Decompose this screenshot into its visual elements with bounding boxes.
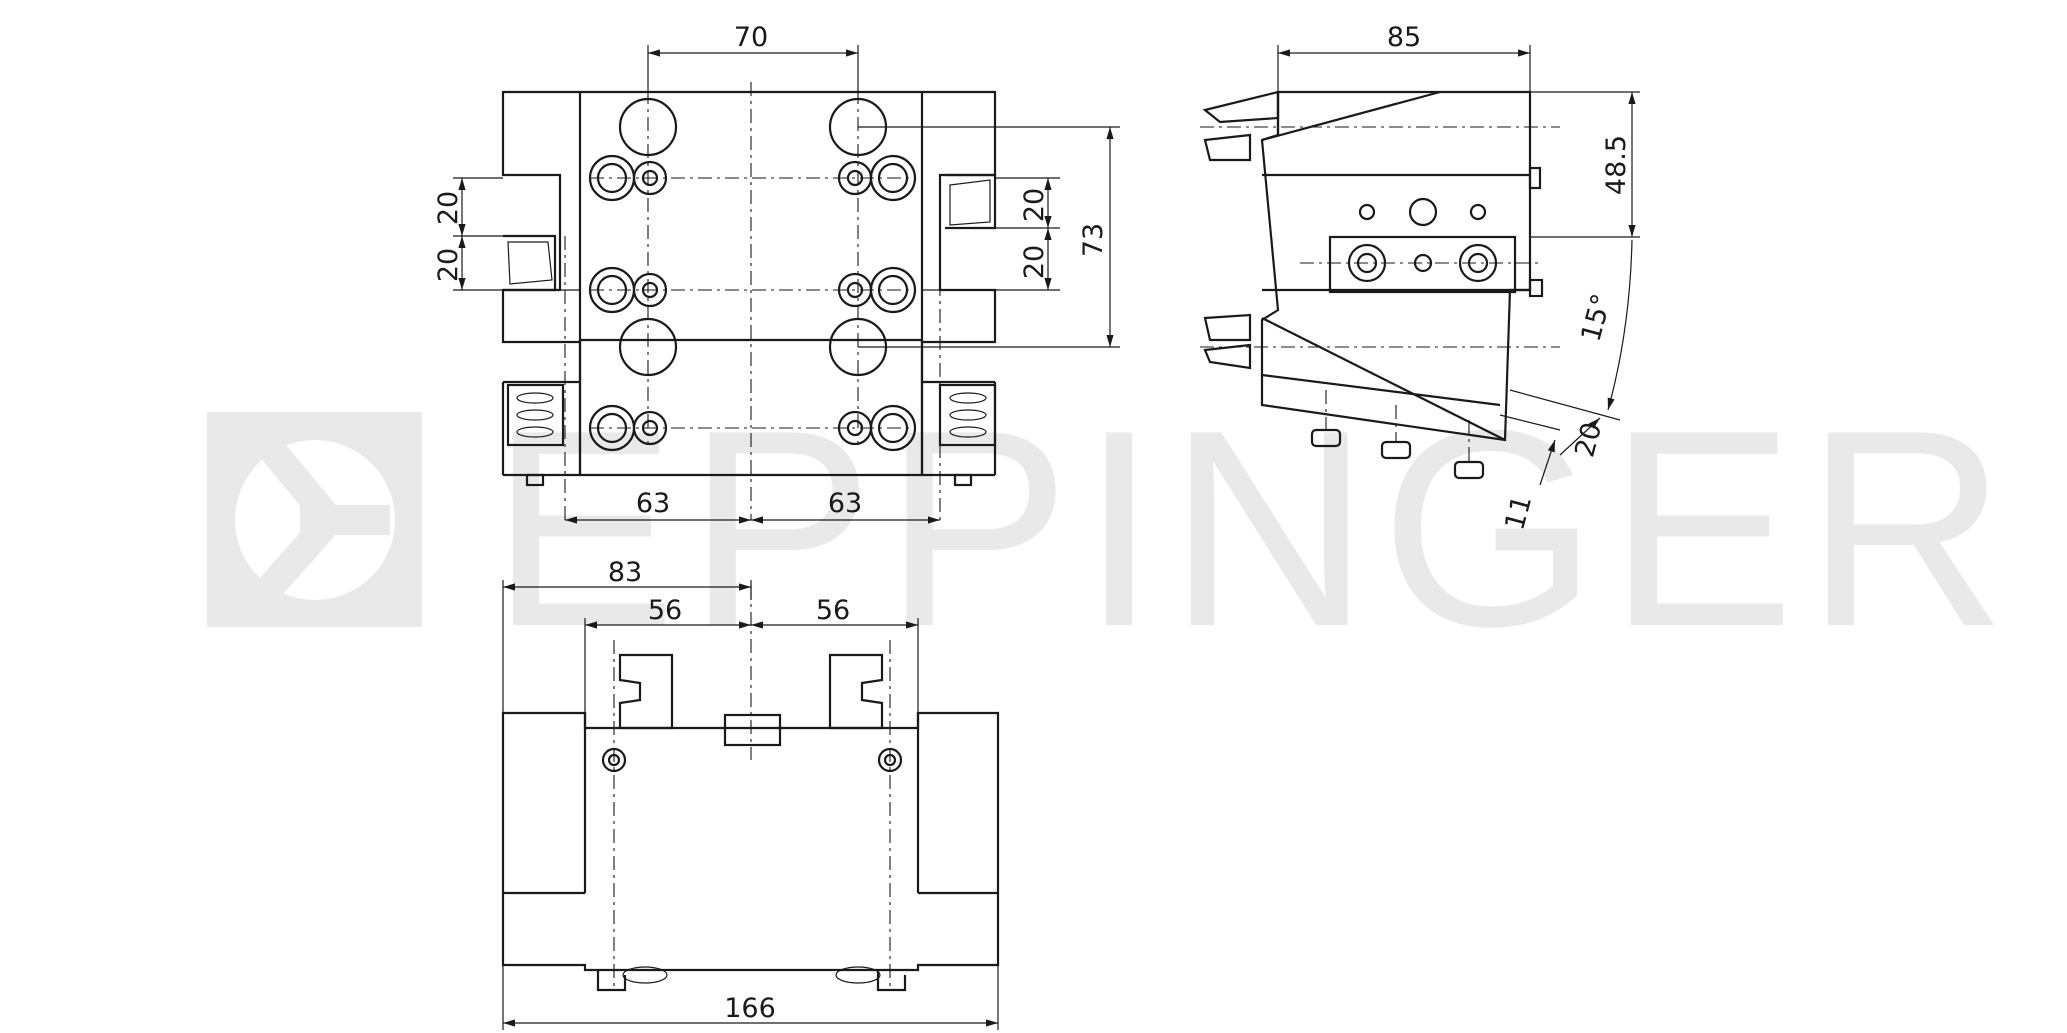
dim-85: 85 xyxy=(1387,22,1421,53)
bottom-view: 83 56 56 166 xyxy=(501,557,1000,1030)
watermark-text: EPPINGER xyxy=(490,373,2017,685)
dim-56-left: 56 xyxy=(648,595,682,626)
dim-angle-15: 15° xyxy=(1576,291,1618,345)
dim-left-20-lower: 20 xyxy=(433,248,464,282)
side-view: 85 48.5 15° 20 11 xyxy=(1200,22,1640,533)
dim-83: 83 xyxy=(608,557,642,588)
dim-63-left: 63 xyxy=(636,488,670,519)
dim-73: 73 xyxy=(1078,223,1109,257)
dim-left-20-upper: 20 xyxy=(433,191,464,225)
dim-right-20-lower: 20 xyxy=(1019,245,1050,279)
dim-48-5: 48.5 xyxy=(1601,135,1632,195)
dim-63-right: 63 xyxy=(828,488,862,519)
dim-70: 70 xyxy=(734,22,768,53)
eppinger-logo-icon xyxy=(207,412,422,627)
dim-right-20-upper: 20 xyxy=(1019,188,1050,222)
dim-56-right: 56 xyxy=(816,595,850,626)
front-view: 70 73 20 20 20 20 63 63 xyxy=(433,22,1120,524)
brand-watermark: EPPINGER xyxy=(207,373,2017,685)
dim-166: 166 xyxy=(724,993,776,1024)
